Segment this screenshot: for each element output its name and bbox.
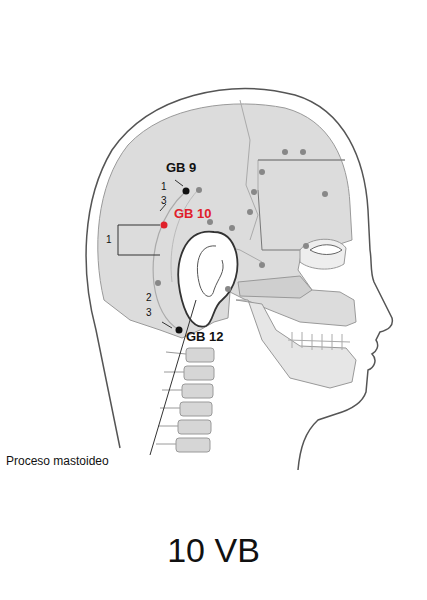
acupoint-dots (155, 149, 328, 292)
measure-number: 1 (161, 182, 167, 192)
anatomy-label: Proceso mastoideo (6, 455, 109, 467)
measure-number: 3 (146, 308, 152, 318)
point-label: GB 9 (166, 161, 196, 174)
measure-line (118, 180, 183, 328)
orbit (300, 239, 346, 269)
head-outline (86, 89, 392, 470)
measure-number: 1 (106, 235, 112, 245)
caption: 10 VB (0, 533, 427, 567)
ear-inner (197, 246, 223, 297)
zygomatic-arch (238, 276, 312, 298)
cervical-spine (156, 348, 214, 452)
point-label: GB 10 (174, 207, 212, 220)
ear (178, 232, 237, 327)
point-label: GB 12 (186, 330, 224, 343)
frontal-panel (258, 160, 345, 250)
teeth (288, 332, 350, 350)
acupoint-gb10 (161, 222, 168, 229)
mandible (236, 300, 356, 388)
acupoint-gb9 (183, 188, 190, 195)
skull (98, 104, 356, 338)
leader-line (150, 300, 196, 455)
measure-number: 3 (161, 196, 167, 206)
acupoint-gb12 (176, 327, 183, 334)
eye (310, 245, 342, 255)
measure-number: 2 (146, 293, 152, 303)
meridian-line (171, 190, 198, 282)
